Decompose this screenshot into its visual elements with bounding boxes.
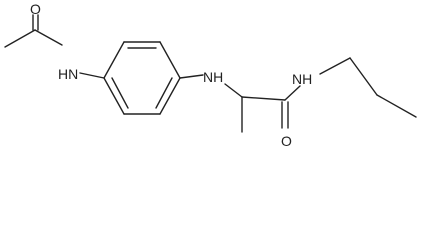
propanamide-chain <box>224 83 301 133</box>
ring-double-right <box>155 77 173 109</box>
ring-bond-3 <box>159 77 181 115</box>
ring-bond-2 <box>159 41 181 79</box>
butyl-bond-3 <box>376 94 417 118</box>
butyl-bond-1 <box>319 57 351 75</box>
bond-amine-nh-alpha <box>224 83 243 98</box>
acetyl-group <box>4 14 63 48</box>
benzene-ring <box>103 41 181 115</box>
ring-bond-6 <box>103 41 125 79</box>
bond-carbonyl-amide-nh <box>284 85 301 101</box>
bond-ring-amine-nh <box>179 74 204 79</box>
ring-bond-5 <box>103 77 125 115</box>
acetyl-oxygen-label: O <box>30 1 41 17</box>
amine-nh-label: NH <box>203 69 223 85</box>
acetamide-nh-label: HN <box>58 66 78 82</box>
ring-double-left <box>111 77 129 109</box>
amide-oxygen-label: O <box>281 133 292 149</box>
molecule-structure: O HN NH NH O <box>4 1 417 149</box>
bond-carbonyl-nitrogen <box>34 29 63 46</box>
butyl-bond-2 <box>349 57 378 96</box>
bond-alpha-carbonyl <box>241 96 286 101</box>
bond-methyl-carbonyl <box>4 29 36 48</box>
butyl-chain <box>319 57 417 118</box>
bond-acetamide-nh-ring <box>79 72 105 79</box>
amide-nh-label: NH <box>292 71 312 87</box>
